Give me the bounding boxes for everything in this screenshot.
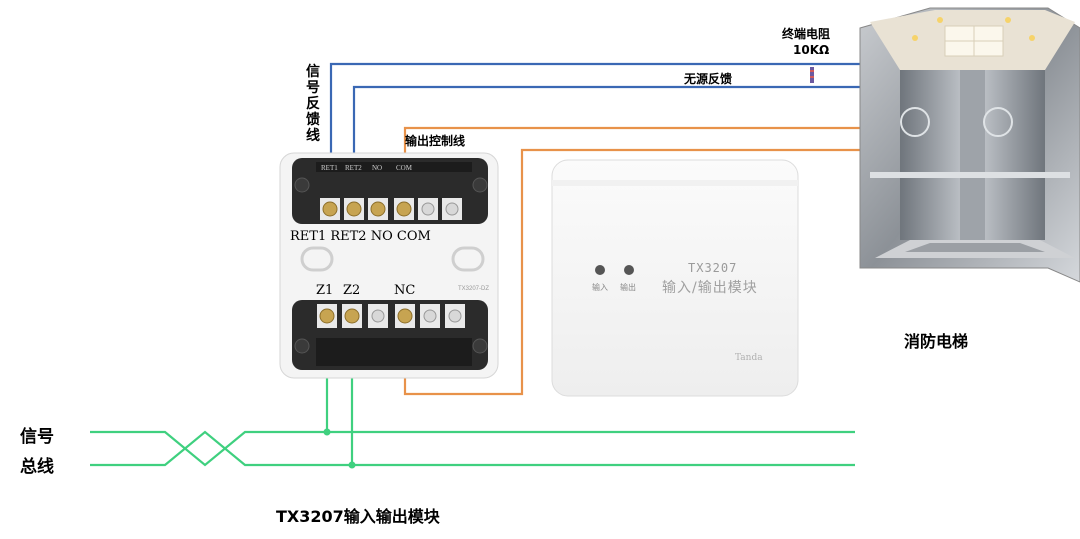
bus-junction-z2 xyxy=(348,461,356,469)
resistor-value-label: 10KΩ xyxy=(793,43,830,57)
input-led-icon xyxy=(595,265,605,275)
top-terminal-screws xyxy=(320,198,462,220)
terminal-z2-label: Z2 xyxy=(343,283,361,298)
terminal-base-plate: RET1 RET2 NO COM TX3207-DZ xyxy=(279,152,499,379)
output-control-line-label: 输出控制线 xyxy=(405,134,466,148)
brand-logo: Tanda xyxy=(735,353,763,363)
terminal-resistor-label: 终端电阻 xyxy=(782,27,831,41)
svg-text:TX3207-DZ: TX3207-DZ xyxy=(458,286,489,292)
terminal-nc-label: NC xyxy=(394,283,416,298)
svg-text:NO: NO xyxy=(372,164,382,172)
svg-text:RET1: RET1 xyxy=(321,164,338,172)
terminal-resistor-icon xyxy=(810,67,814,83)
svg-text:输入: 输入 xyxy=(592,282,608,292)
signal-bus-label-line1: 信号 xyxy=(20,427,54,447)
signal-bus-label-line2: 总线 xyxy=(20,457,54,477)
output-led-icon xyxy=(624,265,634,275)
top-terminals-label: RET1 RET2 NO COM xyxy=(290,229,431,244)
terminal-z1-label: Z1 xyxy=(316,283,334,298)
svg-text:输入/输出模块: 输入/输出模块 xyxy=(662,280,758,296)
bottom-terminal-screws xyxy=(317,304,465,328)
svg-text:TX3207: TX3207 xyxy=(688,261,737,275)
signal-feedback-line-label: 信号反馈线 xyxy=(306,64,320,144)
svg-text:输出: 输出 xyxy=(620,282,636,292)
top-terminal-print: RET1 RET2 NO COM xyxy=(321,164,413,172)
bus-junction-z1 xyxy=(323,428,331,436)
fire-elevator-label: 消防电梯 xyxy=(904,332,969,351)
tx3207-module-cover: 输入 输出 TX3207 输入/输出模块 Tanda xyxy=(551,159,799,397)
caption-title: TX3207输入输出模块 xyxy=(276,507,440,526)
passive-feedback-label: 无源反馈 xyxy=(684,72,733,86)
svg-text:COM: COM xyxy=(396,164,413,172)
svg-text:RET2: RET2 xyxy=(345,164,362,172)
fire-elevator-image xyxy=(859,7,1080,283)
